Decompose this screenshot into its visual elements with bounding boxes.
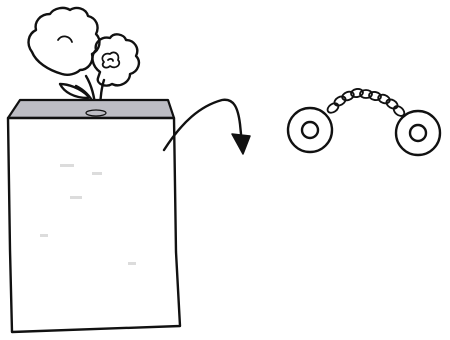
grain-mark: [60, 164, 74, 167]
grain-mark: [70, 196, 82, 199]
pot-icon: [6, 98, 182, 334]
curved-arrow-icon: [162, 98, 251, 155]
grain-mark: [40, 234, 48, 237]
left-leaf-cluster: [27, 6, 101, 76]
right-ring-inner: [408, 123, 428, 143]
right-leaf-bud: [101, 51, 121, 69]
left-leaf-vein: [57, 35, 73, 43]
right-leaf-bud-inner: [107, 58, 114, 62]
right-leaf-cluster: [91, 33, 141, 87]
spring-link-icon: [286, 88, 442, 157]
plant-icon: [27, 6, 141, 112]
spring-coils: [326, 88, 406, 117]
lower-left-leaf: [58, 82, 90, 100]
grain-mark: [128, 262, 136, 265]
right-ring-outer: [394, 109, 442, 157]
pot-front: [6, 116, 182, 334]
left-ring-inner: [300, 120, 320, 140]
arrow-head: [231, 133, 251, 155]
grain-mark: [92, 172, 102, 175]
plant-hole: [85, 109, 107, 117]
arrow-shaft: [162, 98, 243, 152]
left-ring-outer: [286, 106, 334, 154]
